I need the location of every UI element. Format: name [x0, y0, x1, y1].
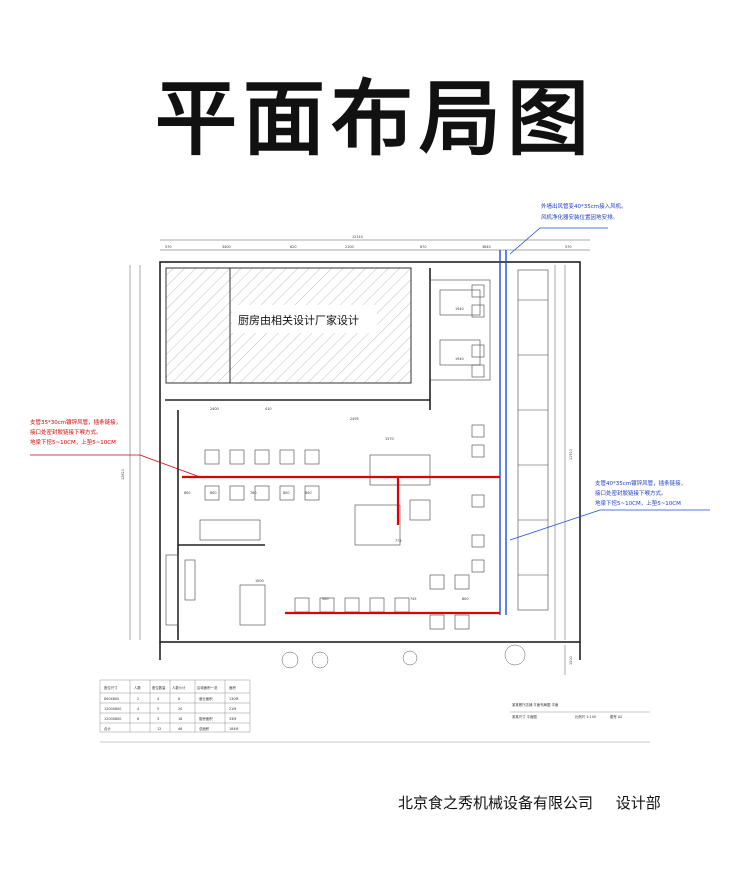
svg-text:20: 20	[178, 707, 182, 711]
legend-table	[99, 679, 650, 743]
svg-text:人数小计: 人数小计	[172, 685, 186, 690]
svg-text:130M: 130M	[229, 697, 238, 701]
svg-text:接口处密封胶链接下喉方式。: 接口处密封胶链接下喉方式。	[30, 428, 102, 436]
svg-text:营业面积: 营业面积	[199, 696, 213, 701]
svg-text:1200X800: 1200X800	[104, 717, 121, 721]
svg-text:接口处密封胶链接下喉方式。: 接口处密封胶链接下喉方式。	[595, 489, 667, 497]
svg-text:人数: 人数	[134, 685, 141, 690]
svg-text:比例尺 1:100: 比例尺 1:100	[575, 714, 596, 719]
svg-text:1940: 1940	[455, 357, 464, 361]
svg-text:800X800: 800X800	[104, 697, 119, 701]
svg-text:46: 46	[178, 727, 182, 731]
svg-text:21M: 21M	[229, 707, 236, 711]
svg-text:外墙出风管变40*35cm接入风机。: 外墙出风管变40*35cm接入风机。	[541, 202, 627, 210]
svg-text:620: 620	[290, 245, 296, 249]
inner-dimensions: 2400 410 2495 1570 1940 1940 800 800 760…	[184, 307, 468, 601]
dim-left-total: 12610	[121, 469, 125, 480]
svg-text:3: 3	[157, 717, 159, 721]
svg-text:地梁下挖5~10CM，上垫5~10CM: 地梁下挖5~10CM，上垫5~10CM	[595, 499, 681, 507]
svg-text:410: 410	[265, 407, 271, 411]
svg-text:1570: 1570	[385, 437, 394, 441]
svg-text:3640: 3640	[482, 245, 491, 249]
company-name: 北京食之秀机械设备有限公司	[398, 794, 594, 812]
dim-top-row: 570 3400 620 2100 670 3640 570	[165, 245, 571, 249]
svg-text:面积: 面积	[229, 685, 236, 690]
svg-text:1000: 1000	[255, 579, 264, 583]
legend-table-text: 座位尺寸 人数 座位数量 人数小计 区域面积一览 面积 800X800 2 4 …	[104, 685, 238, 731]
svg-text:745: 745	[410, 597, 416, 601]
svg-text:5: 5	[157, 707, 159, 711]
dimension-lines	[129, 239, 590, 675]
kitchen-label: 厨房由相关设计厂家设计	[238, 313, 359, 327]
department-name: 设计部	[615, 794, 661, 812]
svg-text:570: 570	[565, 245, 571, 249]
booth-column	[429, 269, 549, 611]
svg-text:800: 800	[305, 491, 311, 495]
dim-right-bottom: 1000	[569, 656, 573, 665]
svg-text:支管40*35cm镀锌风管，插条链接，: 支管40*35cm镀锌风管，插条链接，	[595, 479, 686, 487]
svg-text:33M: 33M	[229, 717, 236, 721]
svg-text:800: 800	[283, 491, 289, 495]
note-left-red: 支管35*30cm镀锌风管，插条链接， 接口处密封胶链接下喉方式。 地梁下挖5~…	[30, 418, 121, 446]
blue-duct	[499, 250, 507, 615]
dim-top-total: 12310	[352, 235, 363, 239]
svg-text:2: 2	[137, 697, 139, 701]
company-footer: 北京食之秀机械设备有限公司 设计部	[398, 792, 679, 813]
note-right-blue: 支管40*35cm镀锌风管，插条链接， 接口处密封胶链接下喉方式。 地梁下挖5~…	[595, 479, 686, 507]
svg-text:670: 670	[420, 245, 426, 249]
svg-text:某某餐厅店铺 平面布局图 平面: 某某餐厅店铺 平面布局图 平面	[512, 702, 559, 707]
svg-text:800: 800	[184, 491, 190, 495]
svg-text:合计: 合计	[104, 726, 111, 731]
svg-text:2100: 2100	[345, 245, 354, 249]
svg-text:184M: 184M	[229, 727, 238, 731]
page-title: 平面布局图	[154, 72, 595, 167]
svg-text:775: 775	[395, 539, 401, 543]
svg-text:座位尺寸: 座位尺寸	[104, 685, 118, 690]
svg-text:1200X800: 1200X800	[104, 707, 121, 711]
svg-text:2400: 2400	[210, 407, 219, 411]
svg-text:800: 800	[462, 597, 468, 601]
svg-text:地梁下挖5~10CM，上垫5~10CM: 地梁下挖5~10CM，上垫5~10CM	[30, 438, 116, 446]
svg-text:12: 12	[157, 727, 161, 731]
annotation-leaders	[30, 227, 710, 541]
svg-text:厨房面积: 厨房面积	[199, 716, 213, 721]
svg-text:区域面积一览: 区域面积一览	[197, 685, 218, 690]
dining-tables	[165, 449, 470, 630]
svg-text:4: 4	[157, 697, 159, 701]
floor-plan: 12310 570 3400 620 2100 670 3640 570 126…	[30, 202, 710, 743]
svg-text:3400: 3400	[222, 245, 231, 249]
svg-text:支管35*30cm镀锌风管，插条链接，: 支管35*30cm镀锌风管，插条链接，	[30, 418, 121, 426]
svg-text:某某尺寸 平面图: 某某尺寸 平面图	[512, 714, 537, 719]
plant-icons	[281, 644, 526, 669]
svg-text:风机净化器安装位置因地安排。: 风机净化器安装位置因地安排。	[541, 213, 618, 221]
svg-text:4: 4	[137, 707, 139, 711]
svg-text:760: 760	[250, 491, 256, 495]
svg-text:1940: 1940	[455, 307, 464, 311]
title-block: 某某餐厅店铺 平面布局图 平面 某某尺寸 平面图 比例尺 1:100 图号 A2	[510, 702, 650, 719]
svg-text:8: 8	[178, 697, 180, 701]
svg-text:2495: 2495	[350, 417, 359, 421]
svg-text:800: 800	[210, 491, 216, 495]
svg-text:570: 570	[165, 245, 171, 249]
svg-text:座位数量: 座位数量	[152, 685, 166, 690]
red-duct	[182, 475, 500, 615]
note-top-blue: 外墙出风管变40*35cm接入风机。 风机净化器安装位置因地安排。	[541, 202, 627, 221]
kitchen-area: 厨房由相关设计厂家设计	[165, 267, 412, 384]
svg-text:总面积: 总面积	[199, 726, 210, 731]
svg-text:18: 18	[178, 717, 182, 721]
svg-text:6: 6	[137, 717, 139, 721]
svg-text:图号 A2: 图号 A2	[610, 714, 622, 719]
svg-text:500: 500	[322, 597, 328, 601]
dim-right-total: 11910	[569, 449, 573, 460]
